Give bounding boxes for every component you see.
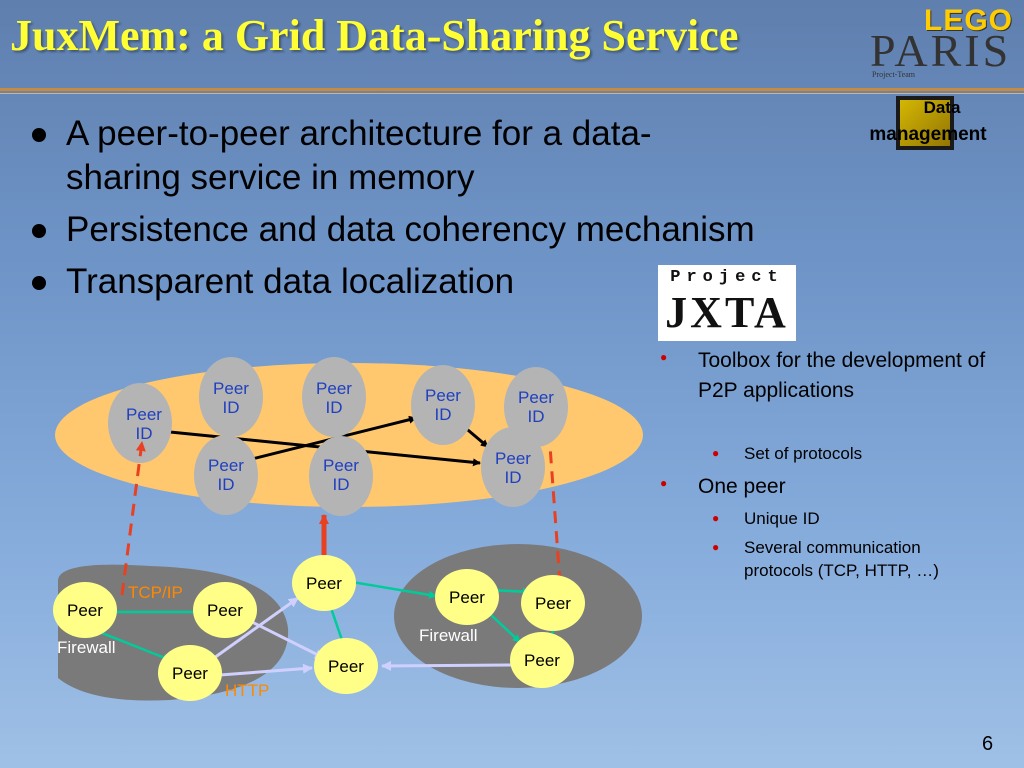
tcp-link: [101, 631, 171, 662]
peer-id-label: Peer: [425, 386, 461, 405]
mapping-link: [120, 441, 146, 596]
project-jxta-logo: Project JXTA: [658, 265, 796, 341]
data-management-icon: [896, 96, 954, 150]
peer-id-label: Peer: [126, 405, 162, 424]
peer-node: Peer: [435, 569, 499, 625]
peer-label: Peer: [67, 601, 103, 620]
tcp-ip-label: TCP/IP: [128, 583, 183, 602]
firewall-right-label: Firewall: [419, 626, 478, 645]
peer-node: Peer: [158, 645, 222, 701]
peer-label: Peer: [172, 664, 208, 683]
peer-node: Peer: [53, 582, 117, 638]
tcp-link: [489, 613, 521, 643]
peer-id-label: Peer: [213, 379, 249, 398]
peer-label: Peer: [328, 657, 364, 676]
logo-lego-text: LEGO: [924, 4, 1014, 37]
mapping-link: [548, 445, 562, 584]
bullet-item: Persistence and data coherency mechanism: [28, 208, 858, 252]
main-bullet-list: A peer-to-peer architecture for a data-s…: [28, 112, 858, 312]
peer-id-label: ID: [528, 407, 545, 426]
tcp-link: [351, 580, 437, 599]
peer-id-label: ID: [435, 405, 452, 424]
jxta-logo-top: Project: [670, 268, 784, 287]
page-number: 6: [982, 733, 994, 755]
jxta-logo-main: JXTA: [665, 288, 789, 337]
peer-id-label: Peer: [495, 449, 531, 468]
peer-id-label: ID: [218, 475, 235, 494]
peer-label: Peer: [535, 594, 571, 613]
bullet-dot-icon: ●: [660, 350, 668, 364]
peer-node: Peer: [292, 555, 356, 611]
lego-paris-logo: LEGO PARIS Project-Team: [868, 2, 1018, 80]
peer-id-label: Peer: [518, 388, 554, 407]
peer-label: Peer: [524, 651, 560, 670]
peer-id-label: ID: [333, 475, 350, 494]
http-link: [219, 663, 313, 677]
bullet-dot-icon: ●: [712, 446, 720, 460]
slide-title: JuxMem: a Grid Data-Sharing Service: [10, 11, 739, 60]
peer-id-label: ID: [326, 398, 343, 417]
bullet-item: A peer-to-peer architecture for a data-s…: [28, 112, 666, 200]
title-divider: [0, 88, 1024, 91]
peer-id-label: ID: [136, 424, 153, 443]
bullet-dot-icon: ●: [712, 511, 720, 525]
logo-paris-text: PARIS: [870, 25, 1012, 76]
bullet-dot-icon: ●: [712, 540, 720, 554]
logo-team-text: Project-Team: [872, 70, 915, 79]
http-label: HTTP: [225, 681, 269, 700]
peer-label: Peer: [207, 601, 243, 620]
peer-node: Peer: [510, 632, 574, 688]
title-divider-thin: [0, 93, 1024, 94]
bullet-item: Transparent data localization: [28, 260, 858, 304]
data-management-badge: Data management: [848, 96, 1008, 152]
peer-label: Peer: [449, 588, 485, 607]
peer-id-label: ID: [505, 468, 522, 487]
badge-line1: Data: [923, 98, 961, 117]
peer-node: Peer: [521, 575, 585, 631]
peer-id-label: ID: [223, 398, 240, 417]
firewall-left-label: Firewall: [57, 638, 116, 657]
peer-id-label: Peer: [208, 456, 244, 475]
badge-line2: management: [869, 124, 987, 145]
peer-id-label: Peer: [323, 456, 359, 475]
peer-id-label: Peer: [316, 379, 352, 398]
http-link: [247, 618, 325, 660]
http-link: [381, 660, 513, 671]
peer-label: Peer: [306, 574, 342, 593]
http-link: [213, 596, 299, 660]
peer-node: Peer: [193, 582, 257, 638]
bullet-dot-icon: ●: [660, 476, 668, 490]
peer-node: Peer: [314, 638, 378, 694]
